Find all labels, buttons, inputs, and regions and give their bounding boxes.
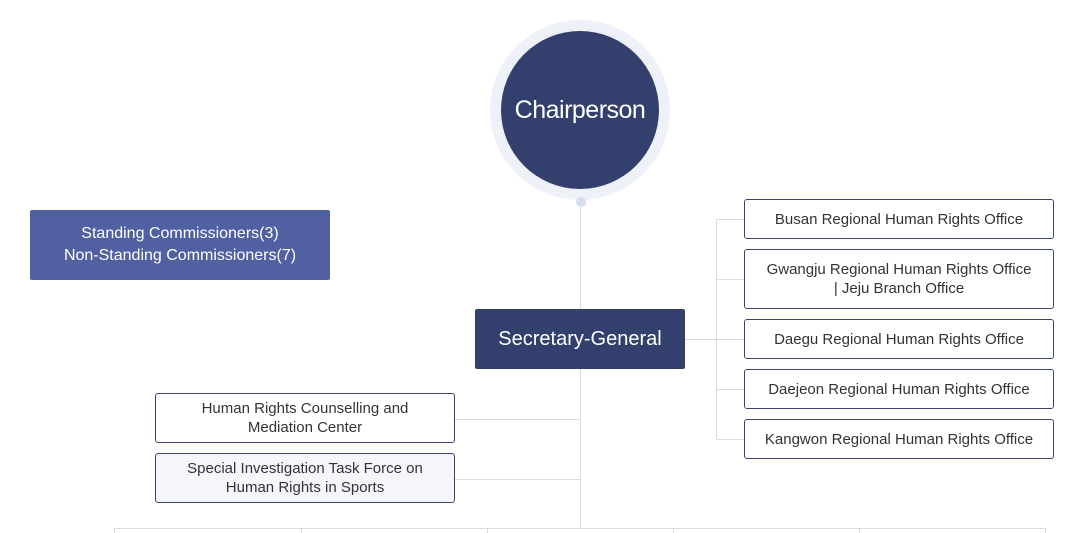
chairperson-label: Chairperson <box>514 95 646 124</box>
office-daejeon: Daejeon Regional Human Rights Office <box>744 369 1054 409</box>
unit-label-line2: Human Rights in Sports <box>225 479 385 496</box>
office-label: Daejeon Regional Human Rights Office <box>768 380 1030 398</box>
commissioners-node: Standing Commissioners(3) Non-Standing C… <box>30 210 330 280</box>
commissioners-non-standing: Non-Standing Commissioners(7) <box>63 247 297 264</box>
unit-label-line1: Human Rights Counselling and <box>201 400 409 417</box>
office-label: Daegu Regional Human Rights Office <box>774 330 1024 348</box>
secretary-general-node: Secretary-General <box>475 309 685 369</box>
unit-label-line2: Mediation Center <box>247 419 363 436</box>
office-label: Gwangju Regional Human Rights Office <box>766 261 1032 278</box>
chairperson-node: Chairperson <box>501 31 659 189</box>
commissioners-standing: Standing Commissioners(3) <box>81 225 279 242</box>
chairperson-connector-dot <box>576 197 586 207</box>
office-daegu: Daegu Regional Human Rights Office <box>744 319 1054 359</box>
counselling-mediation-center: Human Rights Counselling and Mediation C… <box>155 393 455 443</box>
sports-task-force: Special Investigation Task Force on Huma… <box>155 453 455 503</box>
office-busan: Busan Regional Human Rights Office <box>744 199 1054 239</box>
office-sublabel: | Jeju Branch Office <box>833 280 965 297</box>
office-gwangju: Gwangju Regional Human Rights Office | J… <box>744 249 1054 309</box>
unit-label-line1: Special Investigation Task Force on <box>187 460 423 477</box>
office-label: Kangwon Regional Human Rights Office <box>764 430 1034 448</box>
office-kangwon: Kangwon Regional Human Rights Office <box>744 419 1054 459</box>
secretary-general-label: Secretary-General <box>498 327 662 350</box>
office-label: Busan Regional Human Rights Office <box>774 210 1024 228</box>
